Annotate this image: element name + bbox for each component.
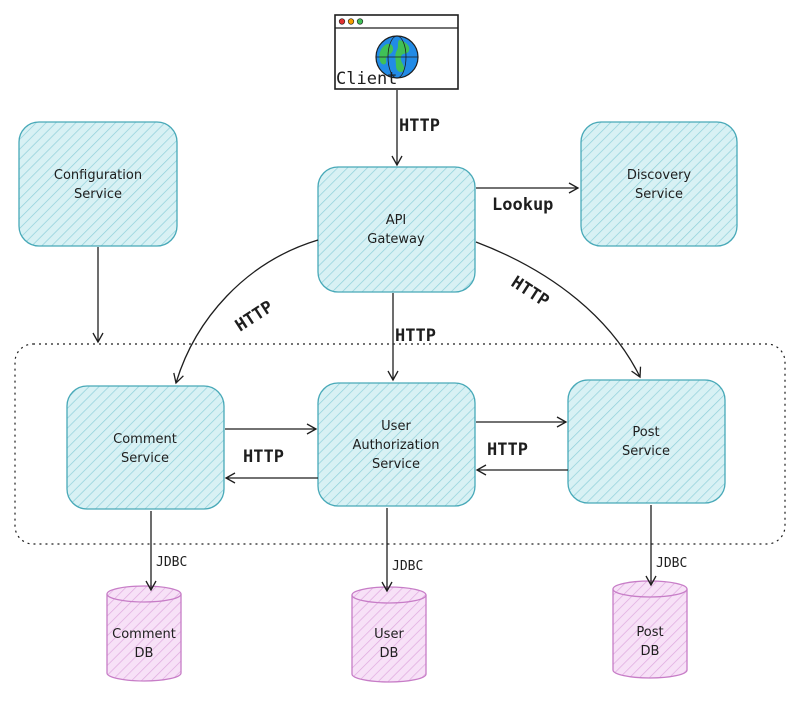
edge-user-comment-label: HTTP xyxy=(243,447,284,467)
minimize-dot-icon xyxy=(347,18,355,25)
edge-user-db-label: JDBC xyxy=(392,559,423,574)
user-service-line2: Authorization xyxy=(352,438,439,453)
edge-comment-db-label: JDBC xyxy=(156,555,187,570)
discovery-service-line2: Service xyxy=(635,187,683,202)
user-db-node[interactable]: User DB xyxy=(351,586,427,683)
post-service-node[interactable]: Post Service xyxy=(567,379,726,504)
api-gateway-node[interactable]: API Gateway xyxy=(317,166,476,293)
api-gateway-line1: API xyxy=(386,213,407,228)
comment-service-node[interactable]: Comment Service xyxy=(66,385,225,510)
post-db-node[interactable]: Post DB xyxy=(612,580,688,679)
api-gateway-line2: Gateway xyxy=(367,232,425,247)
user-db-line1: User xyxy=(374,627,404,642)
configuration-service-line2: Service xyxy=(74,187,122,202)
configuration-service-line1: Configuration xyxy=(54,168,142,183)
discovery-service-node[interactable]: Discovery Service xyxy=(580,121,738,247)
services-boundary xyxy=(14,343,786,545)
post-service-line2: Service xyxy=(622,444,670,459)
comment-db-node[interactable]: Comment DB xyxy=(106,585,182,682)
user-service-line1: User xyxy=(381,419,411,434)
post-service-line1: Post xyxy=(632,425,659,440)
close-dot-icon xyxy=(338,18,346,25)
edge-gateway-comment xyxy=(173,239,319,385)
edge-gateway-post-label: HTTP xyxy=(507,272,552,311)
edge-post-db-label: JDBC xyxy=(656,556,687,571)
discovery-service-line1: Discovery xyxy=(627,168,692,183)
comment-db-line1: Comment xyxy=(112,627,176,642)
edge-gateway-post xyxy=(475,241,642,379)
comment-service-line1: Comment xyxy=(113,432,177,447)
user-authorization-service-node[interactable]: User Authorization Service xyxy=(317,382,476,507)
edge-gateway-discovery-label: Lookup xyxy=(492,195,553,215)
post-db-line1: Post xyxy=(636,625,663,640)
comment-service-line2: Service xyxy=(121,451,169,466)
user-db-line2: DB xyxy=(380,646,399,661)
edge-gateway-user-label: HTTP xyxy=(395,326,436,346)
client-node[interactable]: Client xyxy=(334,14,459,90)
post-db-line2: DB xyxy=(641,644,660,659)
maximize-dot-icon xyxy=(356,18,364,25)
configuration-service-node[interactable]: Configuration Service xyxy=(18,121,178,247)
edge-client-gateway-label: HTTP xyxy=(399,116,440,136)
client-label: Client xyxy=(336,69,397,89)
comment-db-line2: DB xyxy=(135,646,154,661)
edge-post-user-label: HTTP xyxy=(487,440,528,460)
user-service-line3: Service xyxy=(372,457,420,472)
edge-gateway-comment-label: HTTP xyxy=(232,297,277,336)
globe-icon xyxy=(375,35,419,79)
